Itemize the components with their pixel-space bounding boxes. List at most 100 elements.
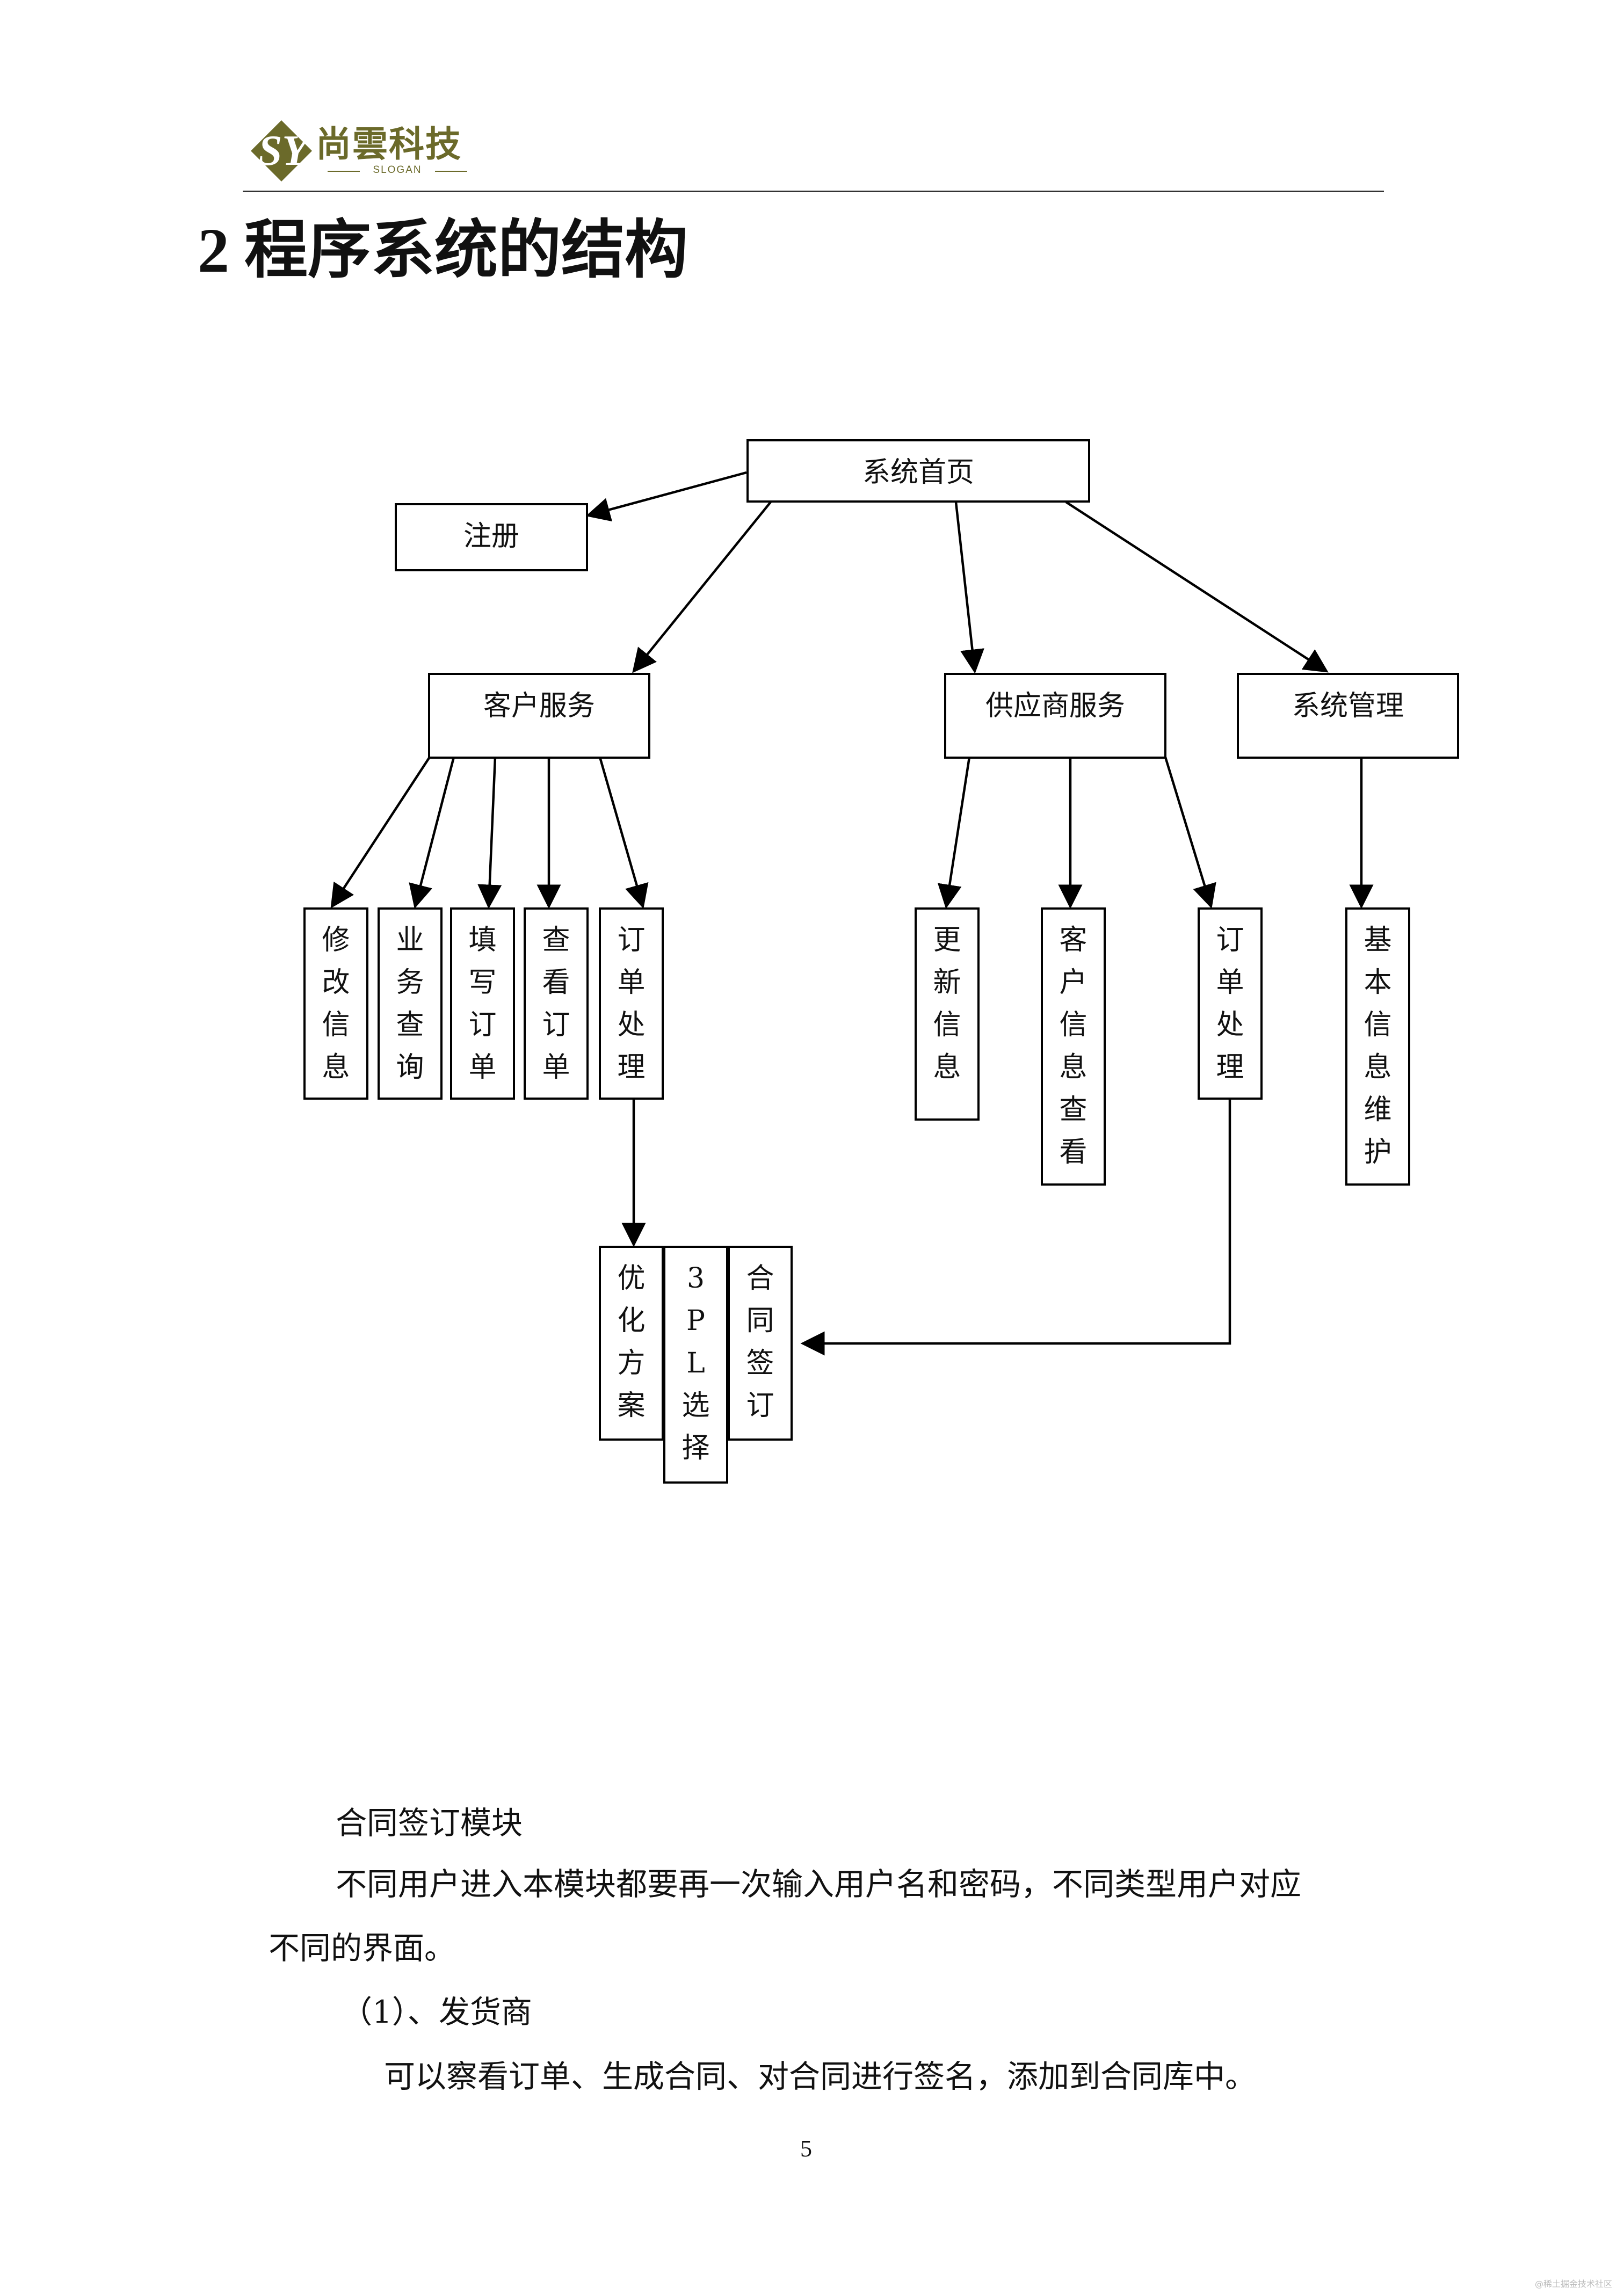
node-label-char: 信 — [322, 1009, 350, 1041]
node-label-char: 修 — [322, 924, 350, 956]
node-label: 订单处理 — [1200, 919, 1260, 1089]
node-basic-info-maintenance: 基本信息维护 — [1345, 907, 1410, 1186]
node-label: 填写订单 — [452, 919, 513, 1089]
node-label-char: 订 — [542, 1009, 570, 1041]
node-label-char: 维 — [1364, 1094, 1392, 1126]
node-label: 优化方案 — [601, 1258, 662, 1427]
arrow-root-register — [585, 471, 747, 522]
node-label: 订单处理 — [601, 919, 662, 1089]
node-label-char: 息 — [933, 1051, 961, 1084]
node-label-char: 看 — [542, 967, 570, 999]
node-label-char: 填 — [468, 924, 497, 956]
node-label-char: 选 — [682, 1390, 710, 1422]
node-view-customer-info: 客户信息查看 — [1041, 907, 1106, 1186]
node-supplier-service: 供应商服务 — [944, 673, 1166, 759]
node-label-char: 信 — [1059, 1009, 1088, 1041]
node-label-char: 户 — [1059, 967, 1088, 999]
node-label-char: 务 — [396, 967, 424, 999]
node-label-char: 查 — [542, 924, 570, 956]
node-modify-info: 修改信息 — [303, 907, 368, 1100]
node-label: 合同签订 — [730, 1258, 791, 1427]
node-label-char: 订 — [746, 1390, 774, 1422]
node-label: 查看订单 — [526, 919, 586, 1089]
node-label-char: 签 — [746, 1347, 774, 1379]
node-customer-service: 客户服务 — [428, 673, 650, 759]
node-customer-order-processing: 订单处理 — [599, 907, 664, 1100]
node-label: 修改信息 — [306, 919, 366, 1089]
item-text: 可以察看订单、生成合同、对合同进行签名，添加到合同库中。 — [384, 2058, 1257, 2095]
slogan-divider — [435, 171, 467, 172]
arrow-root-supplier — [954, 502, 984, 674]
arrow-root-management — [1065, 501, 1329, 673]
node-label-char: 同 — [746, 1305, 774, 1337]
node-label-char: 理 — [617, 1051, 646, 1084]
node-label-char: 方 — [617, 1347, 646, 1379]
node-label: 客户信息查看 — [1043, 919, 1104, 1174]
node-label-char: P — [686, 1305, 705, 1337]
node-label: 客户服务 — [483, 690, 595, 722]
node-view-order: 查看订单 — [524, 907, 589, 1100]
item-label: （1）、发货商 — [341, 1994, 532, 2030]
node-label: 基本信息维护 — [1347, 919, 1408, 1174]
arrow-supplier-s3 — [1164, 757, 1216, 909]
slogan-divider — [328, 171, 360, 172]
node-label-char: 护 — [1364, 1136, 1392, 1168]
node-contract-signing: 合同签订 — [728, 1246, 793, 1441]
node-label-char: 合 — [746, 1262, 774, 1295]
module-title: 合同签订模块 — [336, 1805, 523, 1841]
logo-badge-icon — [251, 120, 312, 181]
node-label-char: 优 — [617, 1262, 646, 1295]
node-label-char: 息 — [1364, 1051, 1392, 1084]
node-fill-order: 填写订单 — [450, 907, 515, 1100]
node-label-char: 写 — [468, 967, 497, 999]
node-label-char: 询 — [396, 1051, 424, 1084]
section-title: 程序系统的结构 — [244, 212, 688, 287]
node-system-management: 系统管理 — [1237, 673, 1459, 759]
node-label-char: 处 — [617, 1009, 646, 1041]
node-label-char: 看 — [1059, 1136, 1088, 1168]
node-label-char: 息 — [322, 1051, 350, 1084]
arrow-supplier-order-to-contract — [800, 1098, 1231, 1356]
node-label-char: 单 — [1216, 967, 1244, 999]
paragraph-line-1: 不同用户进入本模块都要再一次输入用户名和密码，不同类型用户对应 — [336, 1866, 1302, 1902]
node-label-char: 理 — [1216, 1051, 1244, 1084]
node-label-char: 信 — [933, 1009, 961, 1041]
section-number: 2 — [198, 215, 229, 286]
node-label-char: 单 — [542, 1051, 570, 1084]
watermark: @稀土掘金技术社区 — [1535, 2279, 1613, 2289]
node-label-char: 单 — [468, 1051, 497, 1084]
node-label-char: 3 — [686, 1262, 705, 1295]
node-optimization-plan: 优化方案 — [599, 1246, 664, 1441]
arrow-root-customer — [632, 501, 772, 673]
arrow-customer-c3 — [477, 757, 502, 909]
node-label: 系统管理 — [1292, 690, 1404, 722]
node-label-char: 案 — [617, 1390, 646, 1422]
node-label-char: 单 — [617, 967, 646, 999]
logo-mark: SY — [258, 127, 309, 175]
node-label-char: 基 — [1364, 924, 1392, 956]
node-label-char: 化 — [617, 1305, 646, 1337]
node-label-char: 本 — [1364, 967, 1392, 999]
node-label: 供应商服务 — [985, 690, 1125, 722]
node-label-char: 改 — [322, 967, 350, 999]
node-label-char: 订 — [468, 1009, 497, 1041]
arrow-customer-c2 — [409, 757, 455, 909]
paragraph-line-2: 不同的界面。 — [269, 1930, 456, 1966]
node-label-char: L — [686, 1347, 705, 1379]
header-rule — [243, 191, 1384, 192]
node-label: 注册 — [463, 520, 519, 553]
node-label-char: 订 — [617, 924, 646, 956]
node-label-char: 择 — [682, 1432, 710, 1464]
node-label-char: 新 — [933, 967, 961, 999]
node-business-query: 业务查询 — [378, 907, 443, 1100]
node-label-char: 更 — [933, 924, 961, 956]
node-label: 更新信息 — [917, 919, 977, 1089]
node-system-home: 系统首页 — [746, 439, 1090, 503]
node-label: 系统首页 — [862, 456, 974, 489]
arrow-customer-c1 — [330, 756, 431, 909]
arrow-supplier-s1 — [937, 757, 971, 909]
company-name: 尚雲科技 — [316, 123, 462, 165]
